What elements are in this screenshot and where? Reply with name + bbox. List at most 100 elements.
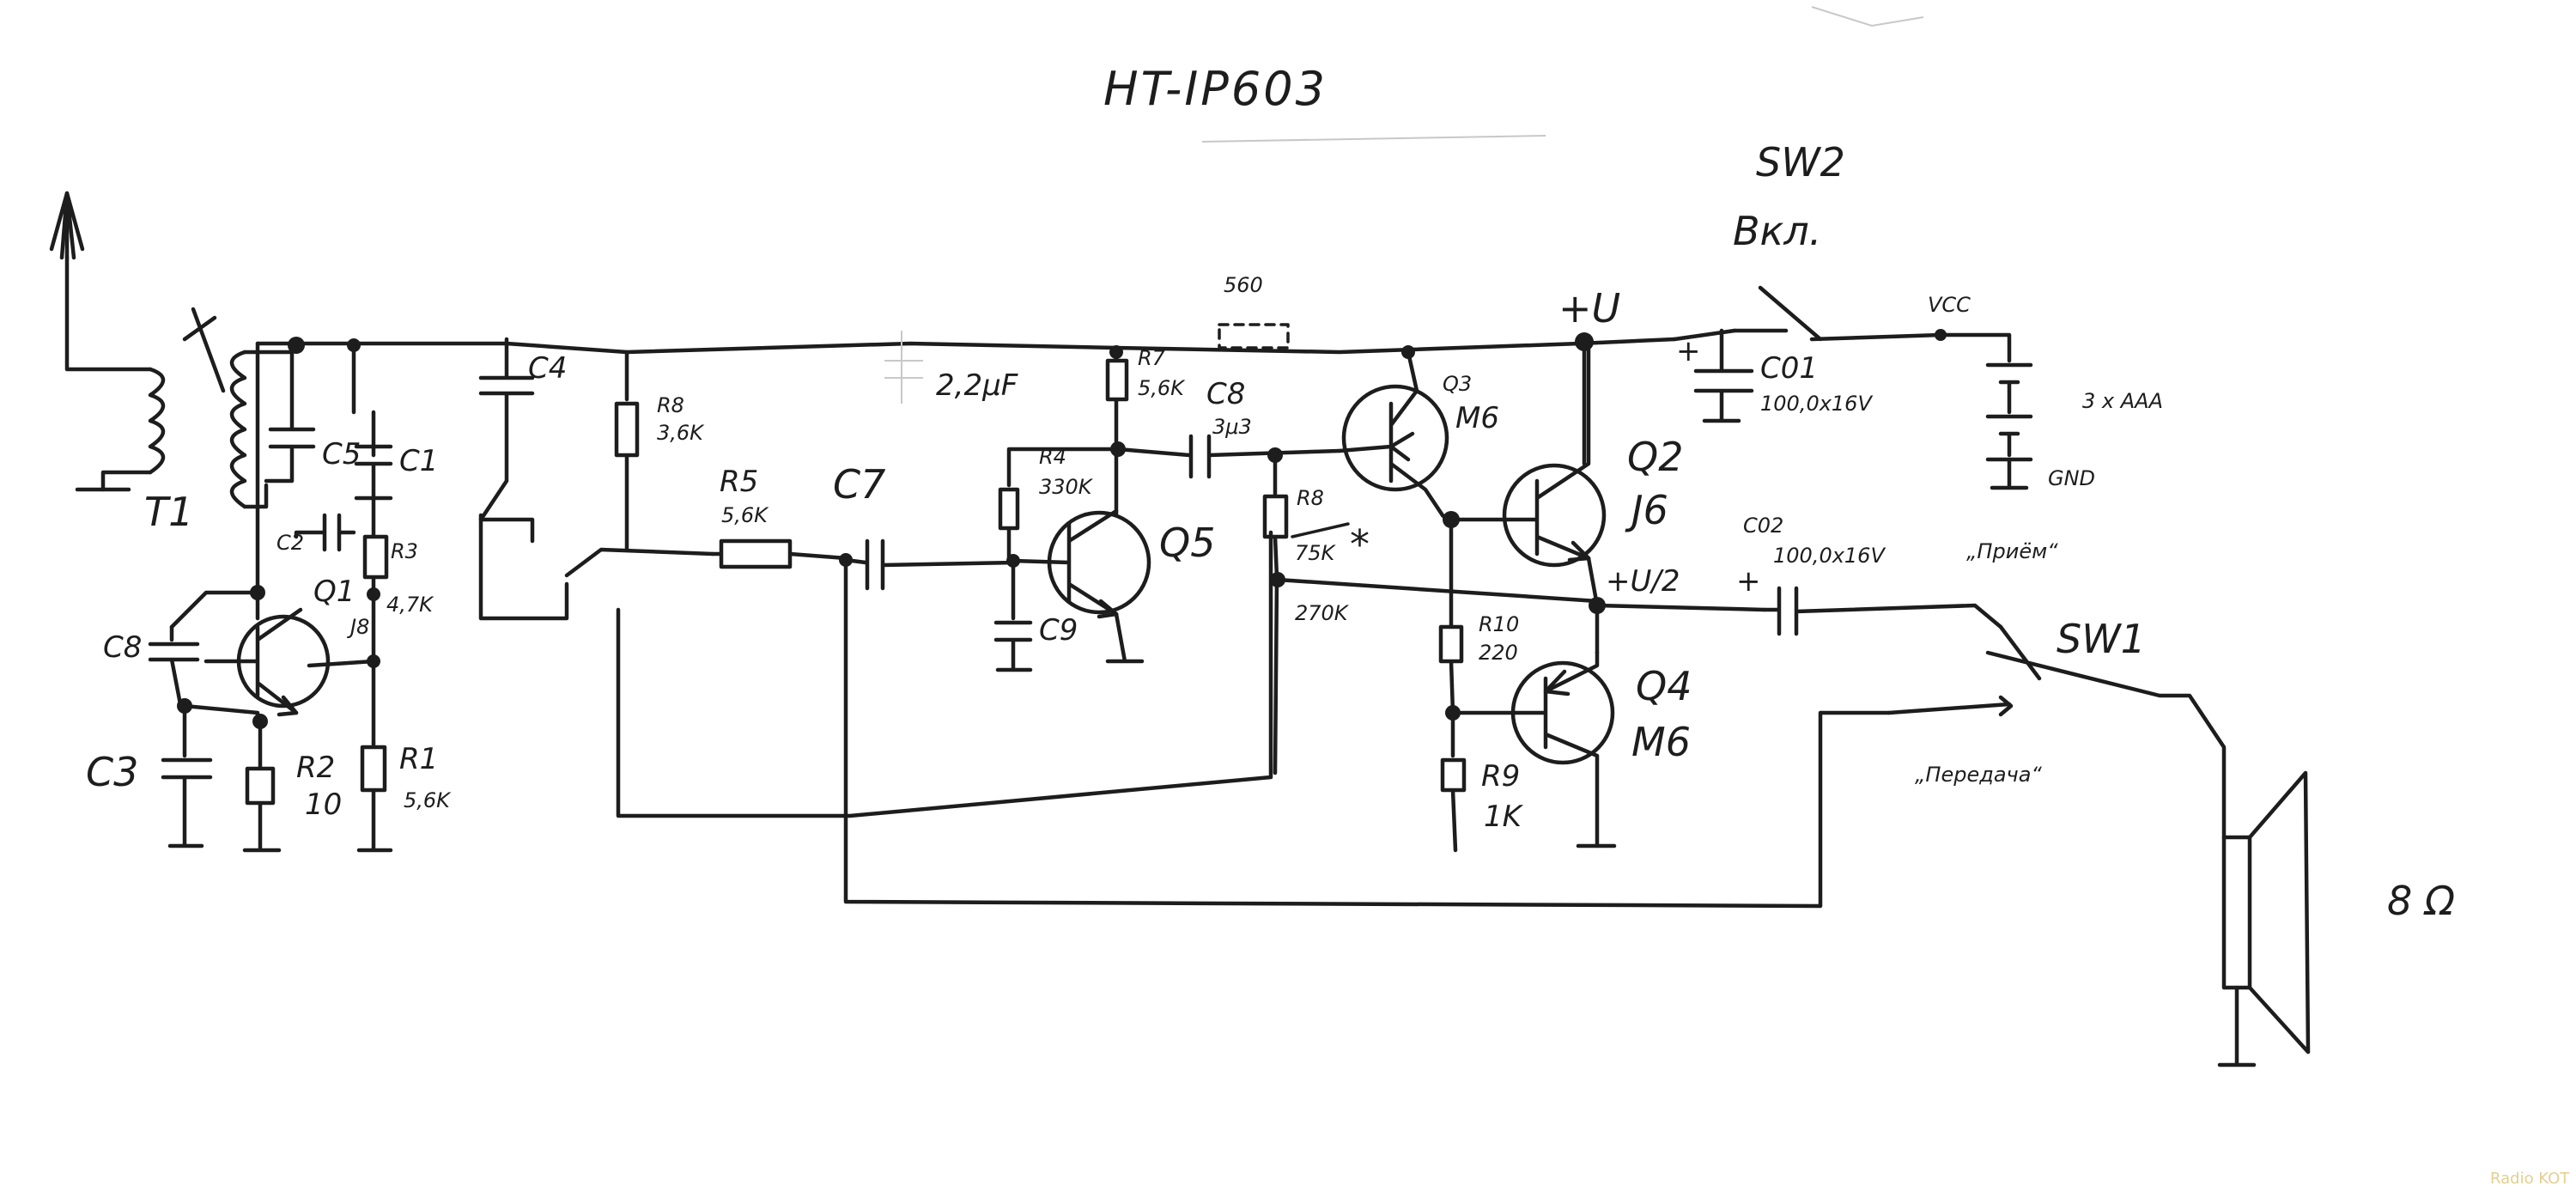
resistor-r10: R10 220 (1438, 517, 1519, 715)
capacitor-c1: C1 (351, 343, 438, 501)
resistor-r8-bias: R8 75K * 270K (1262, 453, 1370, 775)
watermark-logo: Radio KOT (2490, 1170, 2570, 1188)
r4-label: R4 (1039, 445, 1066, 469)
r8b-alt-value: 270K (1295, 601, 1350, 625)
r2-value: 10 (305, 788, 342, 822)
antenna-icon (49, 191, 153, 372)
c22-label: 2,2μF (936, 368, 1018, 403)
resistor-r5: R5 5,6K (710, 465, 848, 569)
r8-value: 3,6K (657, 421, 705, 445)
battery-3xaaa: 3 x AAA GND (1938, 332, 2163, 490)
c3-label: C3 (86, 749, 138, 795)
transistor-q1: Q1 J8 (204, 575, 369, 717)
switch-sw2[interactable]: SW2 Вкл. (1732, 139, 1943, 342)
wire (169, 590, 260, 629)
q4-type: M6 (1631, 719, 1691, 765)
wire (1275, 577, 1600, 604)
background-marks (1201, 6, 1924, 143)
node-dot (367, 587, 380, 601)
resistor-560: 560 (1218, 273, 1290, 350)
c7-label: C7 (833, 461, 885, 508)
switch-sw1[interactable]: SW1 „Приём“ „Передача“ (1886, 539, 2227, 840)
resistor-r2: R2 10 (242, 719, 342, 853)
r560-label: 560 (1224, 273, 1263, 297)
feedback-wire (616, 530, 1273, 818)
q5-label: Q5 (1159, 520, 1215, 566)
resistor-r7: R7 5,6K (1105, 345, 1186, 453)
capacitor-c5: C5 (264, 341, 361, 483)
top-rail (504, 341, 1119, 355)
q3-label: Q3 (1443, 372, 1472, 396)
sw2-on-label: Вкл. (1733, 208, 1821, 254)
gnd-label: GND (2048, 466, 2095, 490)
transistor-q5: Q5 (1011, 447, 1215, 664)
resistor-r3: R3 4,7K (362, 496, 434, 664)
capacitor-c02: + C02 100,0x16V (1736, 514, 2003, 636)
c01-label: C01 (1760, 351, 1818, 386)
speaker-impedance-label: 8 Ω (2387, 878, 2455, 924)
node-dot (367, 654, 380, 668)
r3-label: R3 (391, 539, 418, 563)
wire (478, 513, 569, 621)
r8b-star: * (1350, 521, 1370, 568)
c8-label: C8 (1206, 377, 1245, 411)
r9-value: 1K (1484, 800, 1524, 834)
c4-label: C4 (528, 351, 567, 386)
r8-label: R8 (657, 393, 684, 417)
c02-label: C02 (1743, 514, 1783, 538)
resistor-r4: R4 330K (998, 445, 1119, 561)
r7-value: 5,6K (1138, 376, 1186, 400)
transistor-q2: Q2 J6 (1449, 339, 1683, 568)
capacitor-c8-left: C8 (103, 624, 200, 707)
c01-plus: + (1676, 334, 1701, 368)
capacitor-c3: C3 (86, 703, 213, 848)
q1-type: J8 (347, 615, 369, 639)
node-dot (1267, 447, 1283, 463)
battery-label: 3 x AAA (2082, 389, 2163, 413)
r4-value: 330K (1039, 475, 1094, 499)
sw2-label: SW2 (1756, 139, 1845, 185)
resistor-r1: R1 5,6K (356, 740, 452, 853)
r8b-label: R8 (1297, 486, 1324, 510)
r9-label: R9 (1481, 759, 1520, 794)
q2-type: J6 (1625, 487, 1668, 533)
r10-value: 220 (1479, 641, 1518, 665)
transmit-label: „Передача“ (1915, 763, 2042, 787)
r1-value: 5,6K (404, 788, 452, 812)
capacitor-c2: C2 (276, 513, 356, 555)
schematic-title: HT-IP603 (1103, 62, 1327, 116)
c8-value: 3μ3 (1212, 415, 1252, 439)
c02-plus: + (1736, 564, 1761, 599)
q3-type: M6 (1455, 401, 1499, 435)
wire (307, 659, 376, 745)
q4-label: Q4 (1636, 663, 1692, 709)
top-rail-right (1114, 337, 1677, 355)
r5-value: 5,6K (721, 503, 769, 527)
r5-label: R5 (720, 465, 758, 499)
r3-value: 4,7K (386, 593, 434, 617)
plus-u-label: +U (1558, 285, 1620, 331)
c2-label: C2 (276, 531, 304, 555)
wire (1595, 603, 1767, 612)
transformer-t1: T1 (75, 307, 295, 535)
capacitor-c8: C8 3μ3 (1115, 377, 1342, 479)
q2-label: Q2 (1627, 434, 1683, 480)
r8b-value: 75K (1295, 541, 1337, 565)
transistor-q3: Q3 M6 (1337, 350, 1499, 518)
c8-left-label: C8 (103, 630, 142, 665)
transistor-q4: Q4 M6 (1450, 650, 1692, 848)
capacitor-c7: C7 (833, 461, 1020, 591)
receive-label: „Приём“ (1966, 539, 2058, 563)
c02-value: 100,0x16V (1773, 544, 1886, 568)
capacitor-c9: C9 (993, 558, 1078, 672)
capacitor-c4: C4 (478, 337, 567, 544)
half-u-label: +U/2 (1606, 564, 1680, 599)
wire (182, 703, 260, 724)
c1-label: C1 (399, 444, 438, 478)
wire (1672, 328, 1737, 342)
switch-contact (564, 547, 715, 578)
transmit-wire (843, 557, 1892, 909)
c5-label: C5 (322, 437, 361, 471)
t1-label: T1 (144, 489, 193, 535)
